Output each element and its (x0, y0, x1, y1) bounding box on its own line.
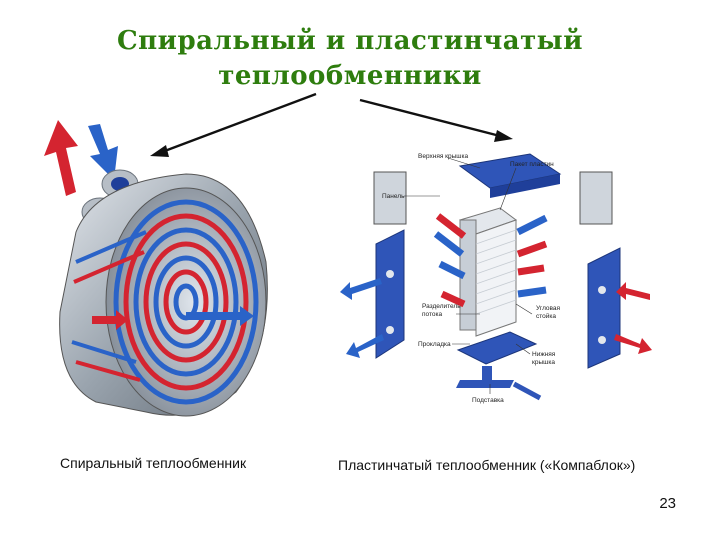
label-corner-post-1: Угловая (536, 305, 561, 312)
red-arrow-icon (44, 120, 78, 196)
red-arrow-icon (614, 334, 652, 354)
bottom-cover (456, 331, 538, 365)
label-panel: Панель (382, 193, 405, 200)
blue-arrow-icon (88, 124, 118, 180)
plate-heat-exchanger-image: Верхняя крышка Пакет пластин Панель Разд… (340, 153, 652, 404)
support (456, 366, 542, 401)
caption-plate: Пластинчатый теплообменник («Компаблок») (338, 457, 636, 473)
page-number: 23 (659, 495, 676, 512)
red-arrow-icon (616, 282, 650, 300)
arrow-down-right-icon (359, 98, 513, 142)
blue-arrow-icon (346, 334, 384, 358)
arrow-down-left-icon (150, 92, 317, 157)
blue-arrow-icon (340, 278, 382, 300)
plate-pack (458, 207, 518, 337)
label-top-cover: Верхняя крышка (418, 153, 469, 160)
label-corner-post-2: стойка (536, 312, 556, 320)
top-cover (458, 153, 562, 198)
title-line-2: теплообменники (218, 61, 482, 91)
label-flow-divider-1: Разделитель (422, 303, 461, 310)
label-plate-pack: Пакет пластин (510, 161, 554, 168)
label-flow-divider-2: потока (422, 311, 442, 318)
spiral-heat-exchanger-image (44, 120, 268, 417)
center-flow-arrows (92, 306, 254, 330)
frame-left (375, 229, 405, 359)
frame-right (587, 247, 621, 369)
label-bottom-cover-1: Нижняя (532, 351, 556, 358)
title-line-1: Спиральный и пластинчатый (116, 26, 584, 56)
label-bottom-cover-2: крышка (532, 359, 555, 366)
caption-spiral: Спиральный теплообменник (60, 455, 247, 471)
label-gasket: Прокладка (418, 341, 451, 348)
panel-right (579, 171, 613, 225)
label-support: Подставка (472, 397, 504, 404)
panel-left (373, 171, 407, 225)
slide-title: Спиральный и пластинчатый теплообменники (0, 24, 700, 94)
